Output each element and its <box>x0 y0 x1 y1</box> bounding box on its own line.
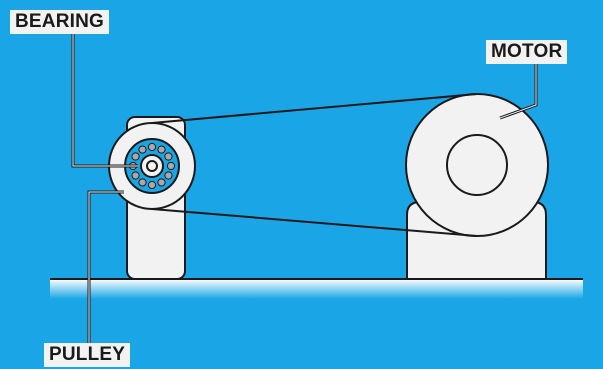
bearing-ball <box>138 145 147 154</box>
belt-lower <box>151 208 478 237</box>
bearing-bore <box>146 160 158 172</box>
bearing-ball <box>166 161 176 171</box>
bearing-ball <box>164 171 173 180</box>
bearing-label: BEARING <box>10 10 110 34</box>
bearing-ball <box>157 145 166 154</box>
bearing-ball <box>138 178 147 187</box>
motor-label: MOTOR <box>486 40 568 64</box>
bearing-ball <box>131 171 140 180</box>
floor <box>50 279 583 299</box>
pulley-label: PULLEY <box>44 343 131 367</box>
belt-upper <box>151 93 478 124</box>
bearing-leader-line-inner <box>72 34 138 167</box>
bearing-ball <box>157 178 166 187</box>
bearing-ball <box>147 180 157 190</box>
bearing-ball <box>131 152 140 161</box>
bearing <box>124 138 180 194</box>
pulley-leader-line <box>87 190 124 343</box>
bearing-ball <box>164 152 173 161</box>
motor-leader-line-inner <box>499 64 537 119</box>
bearing-ball <box>147 142 157 152</box>
motor-shaft <box>446 134 508 196</box>
bearing-balls <box>128 142 176 190</box>
pulley-leader-line-inner <box>88 191 124 343</box>
